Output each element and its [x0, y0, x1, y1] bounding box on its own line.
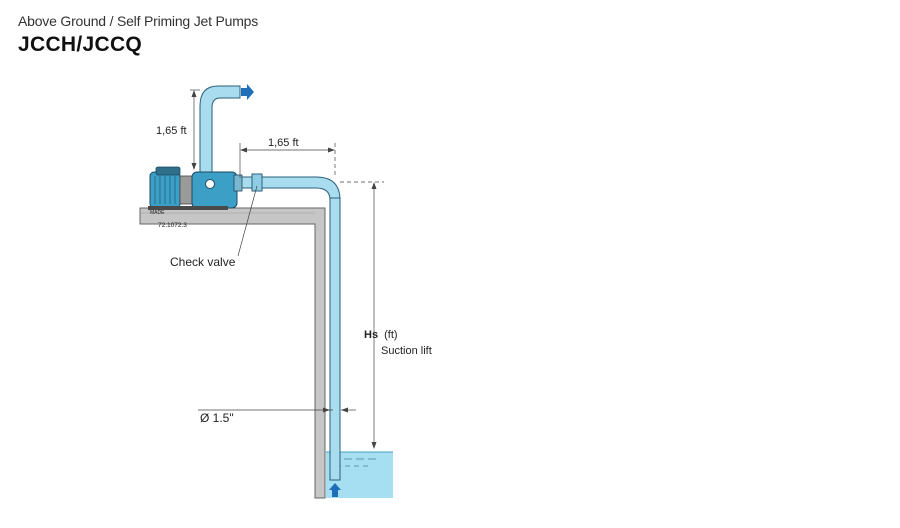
- suction-lift-heading: Hs (ft): [364, 329, 398, 341]
- discharge-pipe: [199, 85, 241, 189]
- pump-mark: MADE: [150, 210, 165, 216]
- suction-lift-dimension: Hs (ft) Suction lift: [340, 181, 432, 449]
- arrow-right-icon: [241, 84, 254, 100]
- pipe-diameter-label: Ø 1.5": [200, 411, 234, 425]
- suction-lift-unit: (ft): [384, 329, 397, 341]
- pipe-diameter-callout: Ø 1.5": [198, 407, 356, 425]
- dim-vertical-label: 1,65 ft: [156, 125, 187, 137]
- pump: MADE: [148, 166, 243, 216]
- suction-pipe-vertical: [329, 197, 341, 481]
- dimension-vertical: 1,65 ft: [156, 89, 200, 170]
- suction-lift-symbol: Hs: [364, 329, 378, 341]
- dimension-horizontal: 1,65 ft: [239, 137, 336, 178]
- model-code: 72.1072.3: [158, 222, 187, 229]
- suction-pipe-horizontal: [239, 173, 341, 201]
- page-title: JCCH/JCCQ: [18, 33, 143, 56]
- dim-horizontal-label: 1,65 ft: [268, 137, 299, 149]
- arrow-up-icon: [329, 483, 341, 497]
- check-valve-callout: Check valve: [170, 185, 258, 269]
- suction-lift-label: Suction lift: [381, 345, 432, 357]
- ground-wall: [139, 207, 326, 499]
- page-subtitle: Above Ground / Self Priming Jet Pumps: [18, 13, 259, 29]
- check-valve-label: Check valve: [170, 255, 236, 269]
